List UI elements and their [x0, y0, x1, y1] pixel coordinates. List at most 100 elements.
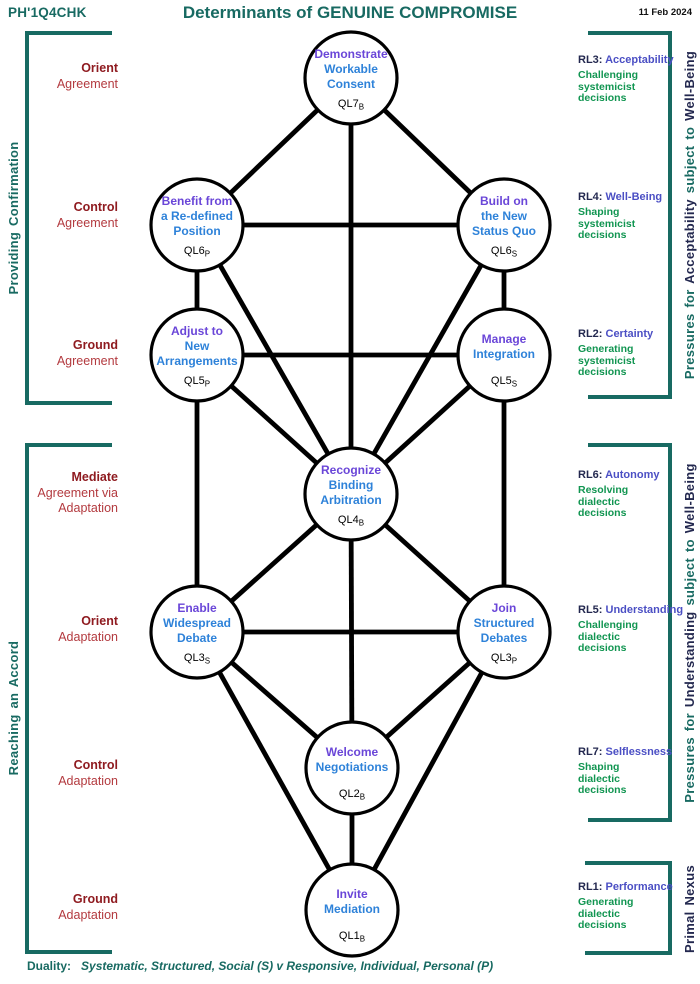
edge-ql6s-ql4b — [348, 223, 507, 496]
node-code: QL6S — [491, 245, 517, 259]
left-row-text: Agreement — [56, 76, 118, 91]
left-row-keyword: Orient — [81, 614, 118, 628]
left-row-keyword: Control — [73, 758, 118, 772]
rl-heading: RL5: Understanding — [578, 604, 684, 616]
left-row-keyword: Mediate — [71, 470, 118, 484]
node-circle — [149, 307, 245, 403]
node-code: QL3P — [491, 652, 517, 666]
vertical-rail: Providing Confirmation — [6, 141, 21, 294]
rl-heading: RL2: Certainty — [578, 328, 654, 340]
bracket-right-2 — [588, 31, 672, 399]
left-row-keyword: Control — [73, 200, 118, 214]
duality-label: Duality: — [27, 959, 72, 973]
node-circle — [303, 30, 399, 126]
node-circle — [456, 584, 552, 680]
node-code: QL5S — [491, 375, 517, 389]
rl-heading: RL1: Performance — [578, 881, 673, 893]
node-circle — [149, 177, 245, 273]
left-row-text: Agreement — [56, 353, 118, 368]
duality-text: Systematic, Structured, Social (S) v Res… — [81, 959, 494, 973]
rl-heading: RL6: Autonomy — [578, 469, 660, 481]
node-code: QL4B — [338, 514, 364, 528]
bracket-right-3 — [588, 443, 672, 822]
left-row-keyword: Ground — [72, 892, 118, 906]
rl-heading: RL7: Selflessness — [578, 746, 673, 758]
left-row-text: Adaptation — [58, 773, 118, 788]
node-code: QL6P — [184, 245, 210, 259]
page-title: Determinants of GENUINE COMPROMISE — [182, 3, 518, 22]
rl-heading: RL3: Acceptability — [578, 54, 674, 66]
bracket-left-0 — [25, 31, 112, 405]
vertical-rail: Primal Nexus — [682, 865, 697, 953]
left-row-text: Adaptation — [58, 501, 118, 515]
node-code: QL7B — [338, 98, 364, 112]
edge-ql6p-ql4b — [194, 223, 354, 496]
node-circle — [304, 862, 400, 958]
node-circle — [303, 446, 399, 542]
duality-note: Duality: Systematic, Structured, Social (… — [27, 959, 493, 973]
document-code: PH'1Q4CHK — [8, 5, 87, 20]
node-circle — [456, 177, 552, 273]
edge-ql3p-ql1b — [349, 630, 507, 912]
edge-ql3s-ql1b — [194, 630, 355, 912]
left-row-text: Adaptation — [58, 629, 118, 644]
vertical-rail: Pressures for Understanding subject to W… — [682, 463, 697, 802]
node-circle — [456, 307, 552, 403]
date-label: 11 Feb 2024 — [638, 7, 692, 18]
bracket-left-1 — [25, 443, 112, 954]
node-circle — [149, 584, 245, 680]
rl-heading: RL4: Well-Being — [578, 191, 663, 203]
node-code: QL3S — [184, 652, 210, 666]
node-code: QL2B — [339, 788, 365, 802]
node-circle — [304, 720, 400, 816]
bracket-right-4 — [585, 861, 672, 955]
left-row-text: Adaptation — [58, 907, 118, 922]
left-row-text: Agreement via — [37, 485, 118, 500]
left-row-keyword: Orient — [81, 61, 118, 75]
vertical-rail: Reaching an Accord — [6, 641, 21, 776]
left-row-text: Agreement — [56, 215, 118, 230]
node-code: QL5P — [184, 375, 210, 389]
